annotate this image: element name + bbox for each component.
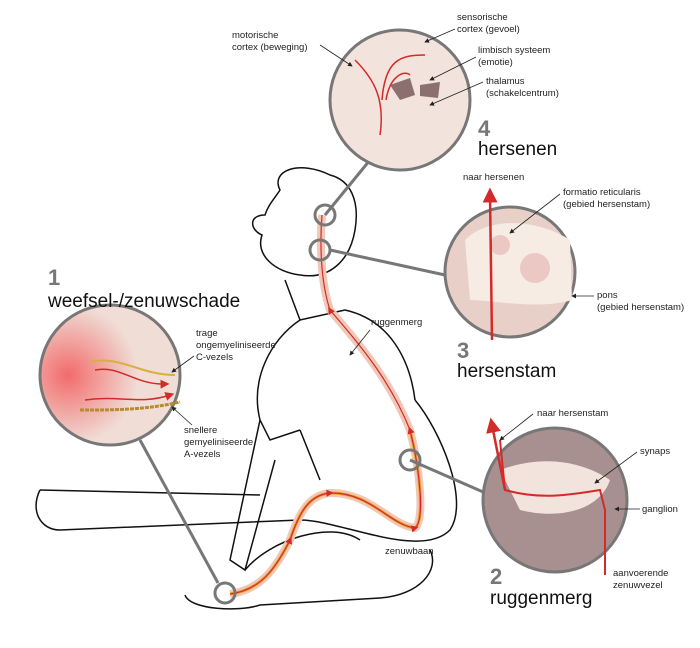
label-thalamus: thalamus(schakelcentrum) [486, 76, 559, 100]
magnifier-brain [328, 28, 472, 172]
nerve-pathway [229, 214, 425, 598]
section-number-3: 3 [457, 338, 470, 363]
section-number-2: 2 [490, 564, 503, 589]
label-line: aanvoerende [613, 568, 669, 579]
label-line: A-vezels [184, 449, 221, 460]
label-to-brainstem: naar hersenstam [537, 408, 609, 419]
magnifier-brainstem [443, 187, 577, 341]
magnifier-tissue-damage [38, 303, 182, 447]
label-line: limbisch systeem [478, 45, 551, 56]
label-line: (schakelcentrum) [486, 88, 559, 99]
label-line: snellere [184, 425, 218, 436]
label-line: zenuwvezel [613, 580, 663, 591]
label-line: cortex (gevoel) [457, 24, 520, 35]
label-line: (gebied hersenstam) [597, 302, 685, 313]
label-line: (emotie) [478, 57, 513, 68]
label-line: motorische [232, 30, 279, 41]
label-line: formatio reticularis [563, 187, 641, 198]
magnifier-spinal-cord [481, 417, 629, 575]
label-limbic-system: limbisch systeem(emotie) [478, 45, 550, 69]
section-number-4: 4 [478, 116, 491, 141]
label-line: ongemyeliniseerde [196, 340, 276, 351]
label-line: gemyeliniseerde [184, 437, 254, 448]
label-ganglion: ganglion [642, 504, 678, 515]
label-line: cortex (beweging) [232, 42, 308, 53]
leader-lines [171, 28, 640, 512]
label-reticular-formation: formatio reticularis(gebied hersenstam) [563, 187, 650, 211]
section-title-tissue-damage: weefsel-/zenuwschade [48, 291, 241, 312]
label-to-brain: naar hersenen [463, 172, 525, 183]
section-title-spinal-cord: ruggenmerg [490, 588, 593, 609]
magnifier-connectors [138, 159, 491, 605]
label-line: (gebied hersenstam) [563, 199, 651, 210]
label-line: C-vezels [196, 352, 233, 363]
label-spinal-cord-body: ruggenmerg [371, 317, 423, 328]
label-pons: pons(gebied hersenstam) [597, 290, 684, 314]
label-line: sensorische [457, 12, 508, 23]
section-number-1: 1 [48, 265, 61, 290]
label-nerve-path: zenuwbaan [385, 546, 434, 557]
label-synapse: synaps [640, 446, 671, 457]
label-line: thalamus [486, 76, 525, 87]
label-line: trage [196, 328, 218, 339]
section-title-brain: hersenen [478, 139, 558, 160]
section-title-brainstem: hersenstam [457, 361, 557, 382]
label-line: pons [597, 290, 618, 301]
